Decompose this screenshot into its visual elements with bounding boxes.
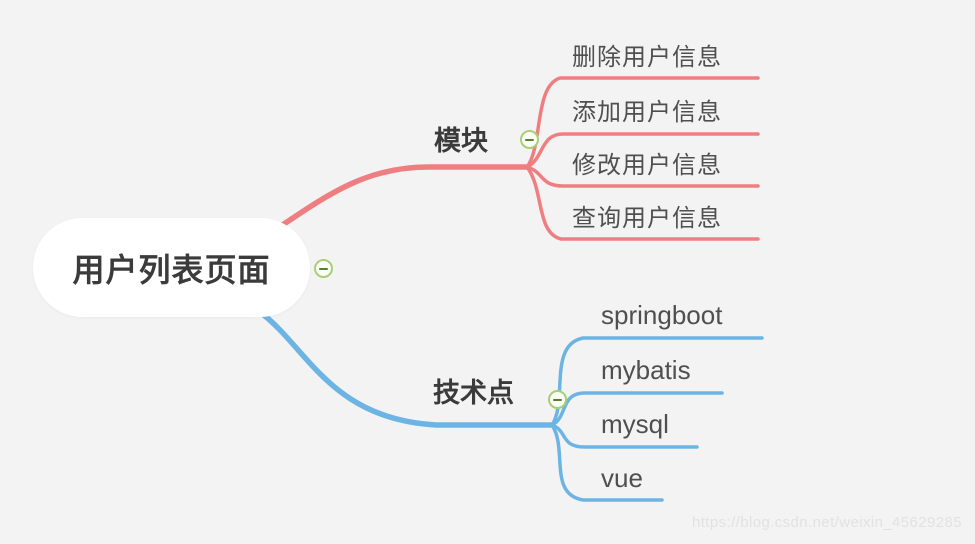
minus-circle-icon [553,398,562,401]
minus-circle-icon [525,138,534,141]
root-topic-label: 用户列表页面 [72,251,271,288]
branch-module-collapse-button[interactable] [520,130,539,149]
topic-mysql[interactable]: mysql [601,409,669,439]
branch-module-topic[interactable]: 模块 [434,126,488,156]
topic-springboot[interactable]: springboot [601,300,723,330]
topic-modify-user[interactable]: 修改用户信息 [572,152,722,179]
branch-module-main-line [278,164,530,229]
topic-mybatis[interactable]: mybatis [601,355,691,385]
csdn-watermark: https://blog.csdn.net/weixin_45629285 [692,514,962,531]
topic-add-user[interactable]: 添加用户信息 [572,99,722,126]
minus-circle-icon [319,267,328,270]
topic-delete-user[interactable]: 删除用户信息 [572,44,722,71]
branch-tech-main-line [257,309,555,428]
topic-vue[interactable]: vue [601,463,643,493]
root-topic[interactable]: 用户列表页面 [33,218,310,317]
root-collapse-button[interactable] [314,259,333,278]
branch-tech-topic[interactable]: 技术点 [433,378,514,408]
topic-query-user[interactable]: 查询用户信息 [572,205,722,232]
branch-tech-collapse-button[interactable] [548,390,567,409]
